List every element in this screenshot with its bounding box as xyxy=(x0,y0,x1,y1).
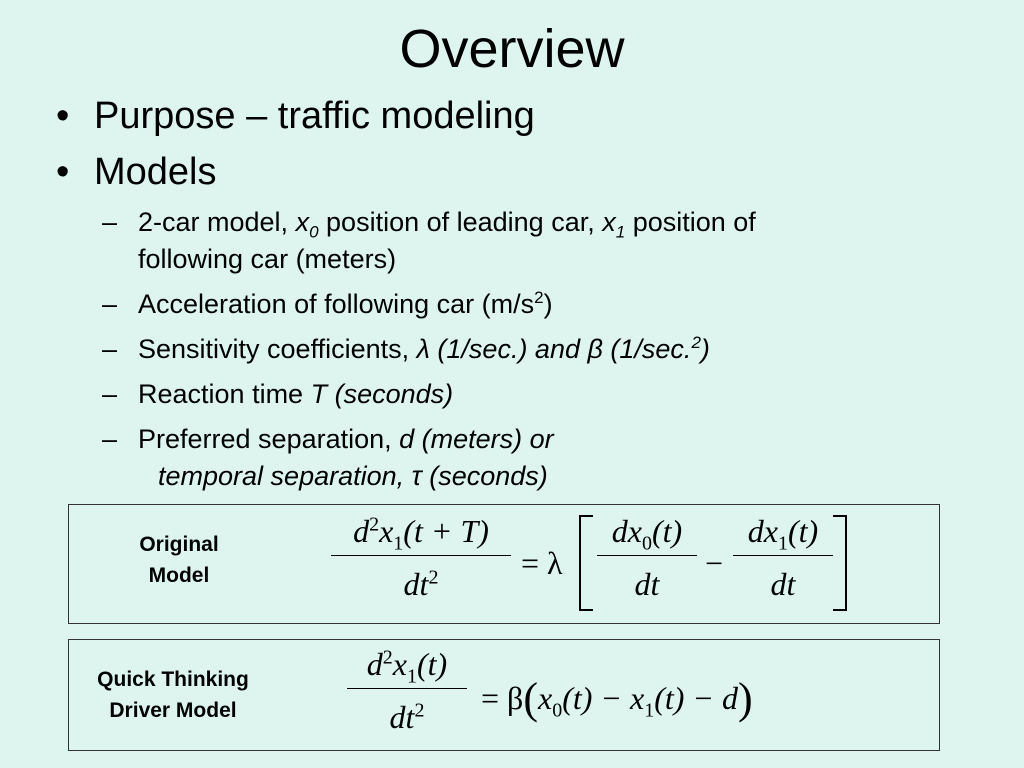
text-line2: temporal separation, τ (seconds) xyxy=(158,461,548,491)
sym: dx xyxy=(747,513,778,549)
sub: 1 xyxy=(393,532,404,555)
sub-bullet-acceleration: – Acceleration of following car (m/s2) xyxy=(56,286,996,323)
text: Sensitivity coefficients, xyxy=(138,334,417,364)
sym: (t) xyxy=(788,513,819,549)
sym: (t) xyxy=(417,646,448,682)
sub: 1 xyxy=(644,699,655,722)
quick-model-box: Quick Thinking Driver Model d2x1(t) dt2 … xyxy=(68,639,940,751)
text-italic: ) xyxy=(700,334,710,364)
fraction-dx1-dt: dx1(t) dt xyxy=(733,513,833,602)
dash-marker: – xyxy=(102,334,118,364)
denominator: dt2 xyxy=(347,699,467,735)
bullet-purpose: • Purpose – traffic modeling xyxy=(56,88,996,144)
fraction-bar xyxy=(331,555,511,556)
sub-bullet-sensitivity: – Sensitivity coefficients, λ (1/sec.) a… xyxy=(56,331,996,368)
denominator: dt2 xyxy=(331,566,511,602)
sub: 0 xyxy=(642,532,652,555)
sym: x xyxy=(537,680,553,716)
numerator: dx1(t) xyxy=(733,513,833,553)
fraction-dx0-dt: dx0(t) dt xyxy=(597,513,697,602)
var-x0: x xyxy=(295,207,310,237)
sym: (t) − xyxy=(562,680,630,716)
bullet-dot: • xyxy=(56,151,70,193)
label-line1: Quick Thinking xyxy=(97,668,249,691)
fraction-bar xyxy=(347,688,467,689)
slide-title: Overview xyxy=(399,19,625,79)
sym: x xyxy=(629,680,645,716)
sym: d xyxy=(366,646,383,682)
var-x1-sub: 1 xyxy=(615,222,626,242)
equals-lambda: = λ xyxy=(521,545,563,581)
sup: 2 xyxy=(382,646,393,669)
var-x0-sub: 0 xyxy=(309,222,319,242)
bullet-dot: • xyxy=(56,95,70,137)
sub-bullet-reaction: – Reaction time T (seconds) xyxy=(56,376,996,413)
sub: 0 xyxy=(552,699,563,722)
sub-bullet-2car-model: – 2-car model, x0 position of leading ca… xyxy=(56,204,996,278)
fraction-bar xyxy=(597,555,697,556)
dash-marker: – xyxy=(102,207,118,237)
quick-model-label: Quick Thinking Driver Model xyxy=(73,664,273,726)
superscript: 2 xyxy=(691,333,701,352)
quick-rhs: = β(x0(t) − x1(t) − d) xyxy=(481,677,753,721)
sup: 2 xyxy=(414,699,425,722)
bullet-text: Models xyxy=(94,151,217,193)
text-line2: following car (meters) xyxy=(138,244,397,274)
text: Reaction time xyxy=(138,379,311,409)
dash-marker: – xyxy=(102,379,118,409)
sup: 2 xyxy=(428,566,439,589)
sym: dt xyxy=(403,566,429,602)
text: Preferred separation, xyxy=(138,424,400,454)
open-paren: ( xyxy=(523,674,538,723)
original-model-box: Original Model d2x1(t + T) dt2 = λ dx0(t… xyxy=(68,504,940,624)
original-model-label: Original Model xyxy=(109,529,249,591)
sym: x xyxy=(379,513,394,549)
bullet-list: • Purpose – traffic modeling • Models – … xyxy=(56,88,996,495)
label-line1: Original xyxy=(139,533,219,556)
text-italic: λ (1/sec.) and β (1/sec. xyxy=(416,334,692,364)
sym: (t + T) xyxy=(403,513,489,549)
fraction-bar xyxy=(733,555,833,556)
numerator: d2x1(t + T) xyxy=(331,513,511,553)
sup: 2 xyxy=(369,513,380,536)
bullet-text: Purpose – traffic modeling xyxy=(94,95,535,137)
original-lhs-fraction: d2x1(t + T) dt2 xyxy=(331,513,511,602)
var-x1: x xyxy=(602,207,616,237)
sub: 1 xyxy=(407,665,417,688)
sub-bullet-separation: – Preferred separation, d (meters) or te… xyxy=(56,421,996,495)
text: Acceleration of following car (m/s xyxy=(138,289,535,319)
sym: x xyxy=(392,646,407,682)
minus-sign: − xyxy=(705,545,724,581)
text: 2-car model, xyxy=(138,207,296,237)
quick-lhs-fraction: d2x1(t) dt2 xyxy=(347,646,467,735)
close-paren: ) xyxy=(737,674,753,723)
text: position of leading car, xyxy=(318,207,603,237)
sym: (t) − d xyxy=(654,680,738,716)
text-italic: T (seconds) xyxy=(310,379,454,409)
dash-marker: – xyxy=(102,424,118,454)
right-bracket xyxy=(833,515,847,611)
text: position of xyxy=(625,207,756,237)
label-line2: Model xyxy=(148,564,210,587)
sub: 1 xyxy=(778,532,788,555)
denominator: dt xyxy=(770,566,796,602)
equals-beta: = β xyxy=(481,680,524,716)
denominator: dt xyxy=(634,566,660,602)
dash-marker: – xyxy=(102,289,118,319)
superscript: 2 xyxy=(534,288,544,307)
sym: (t) xyxy=(652,513,683,549)
text-italic: d (meters) or xyxy=(399,424,554,454)
sym: d xyxy=(353,513,370,549)
numerator: dx0(t) xyxy=(597,513,697,553)
label-line2: Driver Model xyxy=(109,699,237,722)
sym: dt xyxy=(389,699,415,735)
left-bracket xyxy=(579,515,593,611)
numerator: d2x1(t) xyxy=(347,646,467,686)
bullet-models: • Models xyxy=(56,144,996,200)
text: ) xyxy=(543,289,553,319)
sym: dx xyxy=(611,513,642,549)
